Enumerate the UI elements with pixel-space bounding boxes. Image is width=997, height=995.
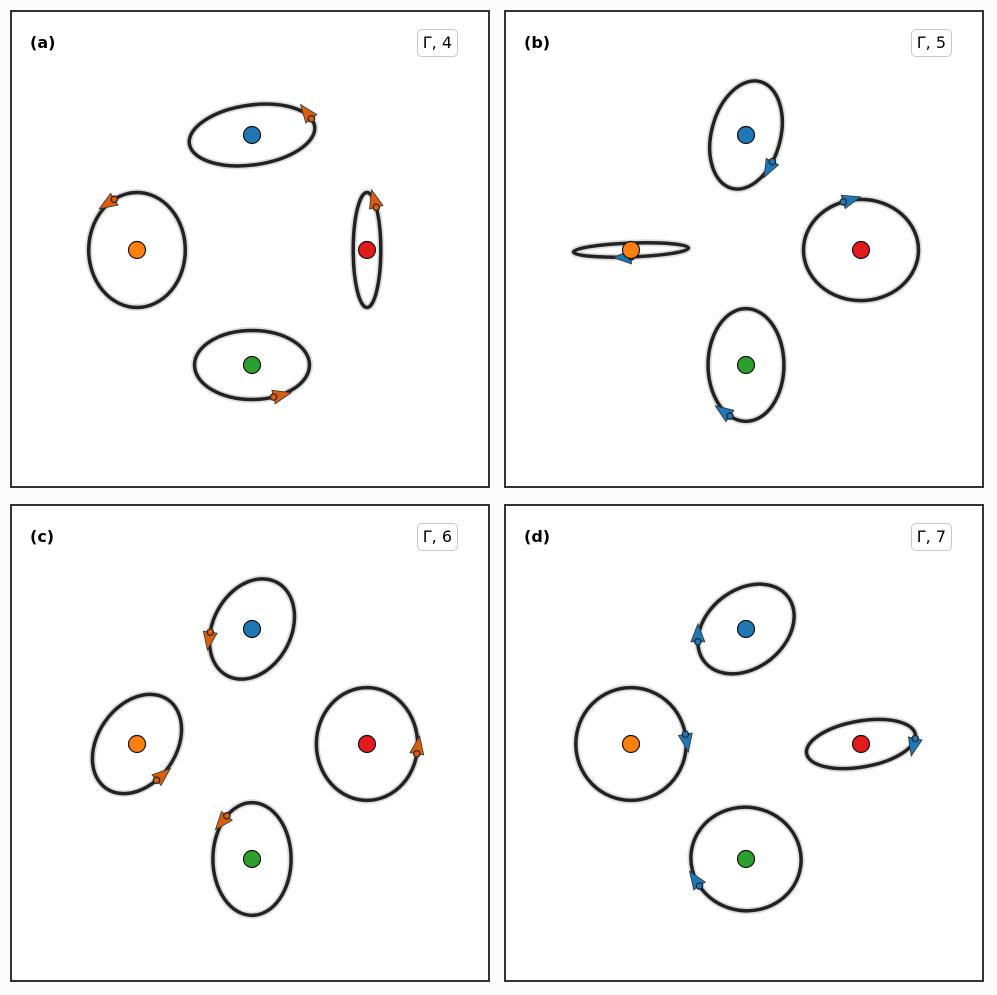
panel-label: (c) xyxy=(30,527,55,546)
mode-badge: Γ, 7 xyxy=(910,523,952,551)
panel-label: (a) xyxy=(30,33,56,52)
orbit-ellipse xyxy=(351,190,383,310)
orbit-blue xyxy=(706,77,786,193)
site-orange xyxy=(127,734,147,754)
panel-b: (b) Γ, 5 xyxy=(504,10,984,488)
orbit-green xyxy=(704,305,788,425)
phase-marker xyxy=(372,203,381,212)
phase-marker xyxy=(307,115,316,123)
site-red xyxy=(851,734,871,754)
panel-a: (a) Γ, 4 xyxy=(10,10,490,488)
orbit-plot-d xyxy=(572,580,923,915)
orbit-plot-a xyxy=(85,100,385,405)
site-blue xyxy=(242,619,262,639)
phase-marker xyxy=(206,628,215,636)
orbit-red xyxy=(800,194,922,305)
panel-label: (b) xyxy=(524,33,551,52)
orbit-ellipse xyxy=(187,102,317,168)
orbit-ellipse xyxy=(192,328,312,402)
orbit-ellipse xyxy=(211,800,293,918)
phase-marker xyxy=(726,412,734,420)
site-blue xyxy=(736,125,756,145)
site-green xyxy=(736,355,756,375)
site-red xyxy=(851,240,871,260)
phase-marker xyxy=(223,812,231,820)
orbit-orange xyxy=(572,684,693,804)
phase-marker xyxy=(768,157,777,166)
orbit-ellipse xyxy=(86,190,188,310)
orbit-green xyxy=(191,327,313,405)
panel-c: (c) Γ, 6 xyxy=(10,504,490,982)
mode-badge: Γ, 4 xyxy=(416,29,458,57)
site-orange xyxy=(621,240,641,260)
phase-marker xyxy=(911,734,920,743)
orbit-blue xyxy=(690,580,798,678)
orbit-ellipse xyxy=(689,805,803,913)
site-orange xyxy=(621,734,641,754)
phase-marker xyxy=(839,198,848,206)
site-green xyxy=(736,849,756,869)
phase-marker xyxy=(269,393,278,401)
orbit-blue xyxy=(202,575,299,683)
site-blue xyxy=(736,619,756,639)
site-red xyxy=(357,240,377,260)
orbit-green xyxy=(687,803,805,915)
site-orange xyxy=(127,240,147,260)
orbit-ellipse xyxy=(801,197,921,303)
orbit-red xyxy=(802,715,923,773)
phase-marker xyxy=(152,776,161,785)
orbit-ellipse xyxy=(696,582,796,676)
orbit-ellipse xyxy=(90,692,184,796)
orbit-orange xyxy=(85,189,189,311)
orbit-ellipse xyxy=(804,717,918,771)
phase-marker xyxy=(681,730,690,739)
phase-marker xyxy=(413,749,421,758)
phase-marker xyxy=(694,637,702,646)
orbit-ellipse xyxy=(706,306,786,424)
phase-marker xyxy=(110,195,119,204)
mode-badge: Γ, 5 xyxy=(910,29,952,57)
site-blue xyxy=(242,125,262,145)
orbit-red xyxy=(349,188,385,311)
site-green xyxy=(242,849,262,869)
site-red xyxy=(357,734,377,754)
direction-arrow-icon xyxy=(202,630,218,651)
orbit-blue xyxy=(185,100,319,170)
orbit-green xyxy=(209,799,295,919)
phase-marker xyxy=(695,882,704,890)
orbit-orange xyxy=(88,690,186,798)
mode-badge: Γ, 6 xyxy=(416,523,458,551)
orbit-ellipse xyxy=(707,79,785,191)
orbit-plot-b xyxy=(570,77,922,425)
orbit-plot-c xyxy=(88,575,425,919)
orbit-red xyxy=(312,684,425,804)
site-green xyxy=(242,355,262,375)
panel-label: (d) xyxy=(524,527,551,546)
orbit-ellipse xyxy=(207,577,297,681)
panel-d: (d) Γ, 7 xyxy=(504,504,984,982)
